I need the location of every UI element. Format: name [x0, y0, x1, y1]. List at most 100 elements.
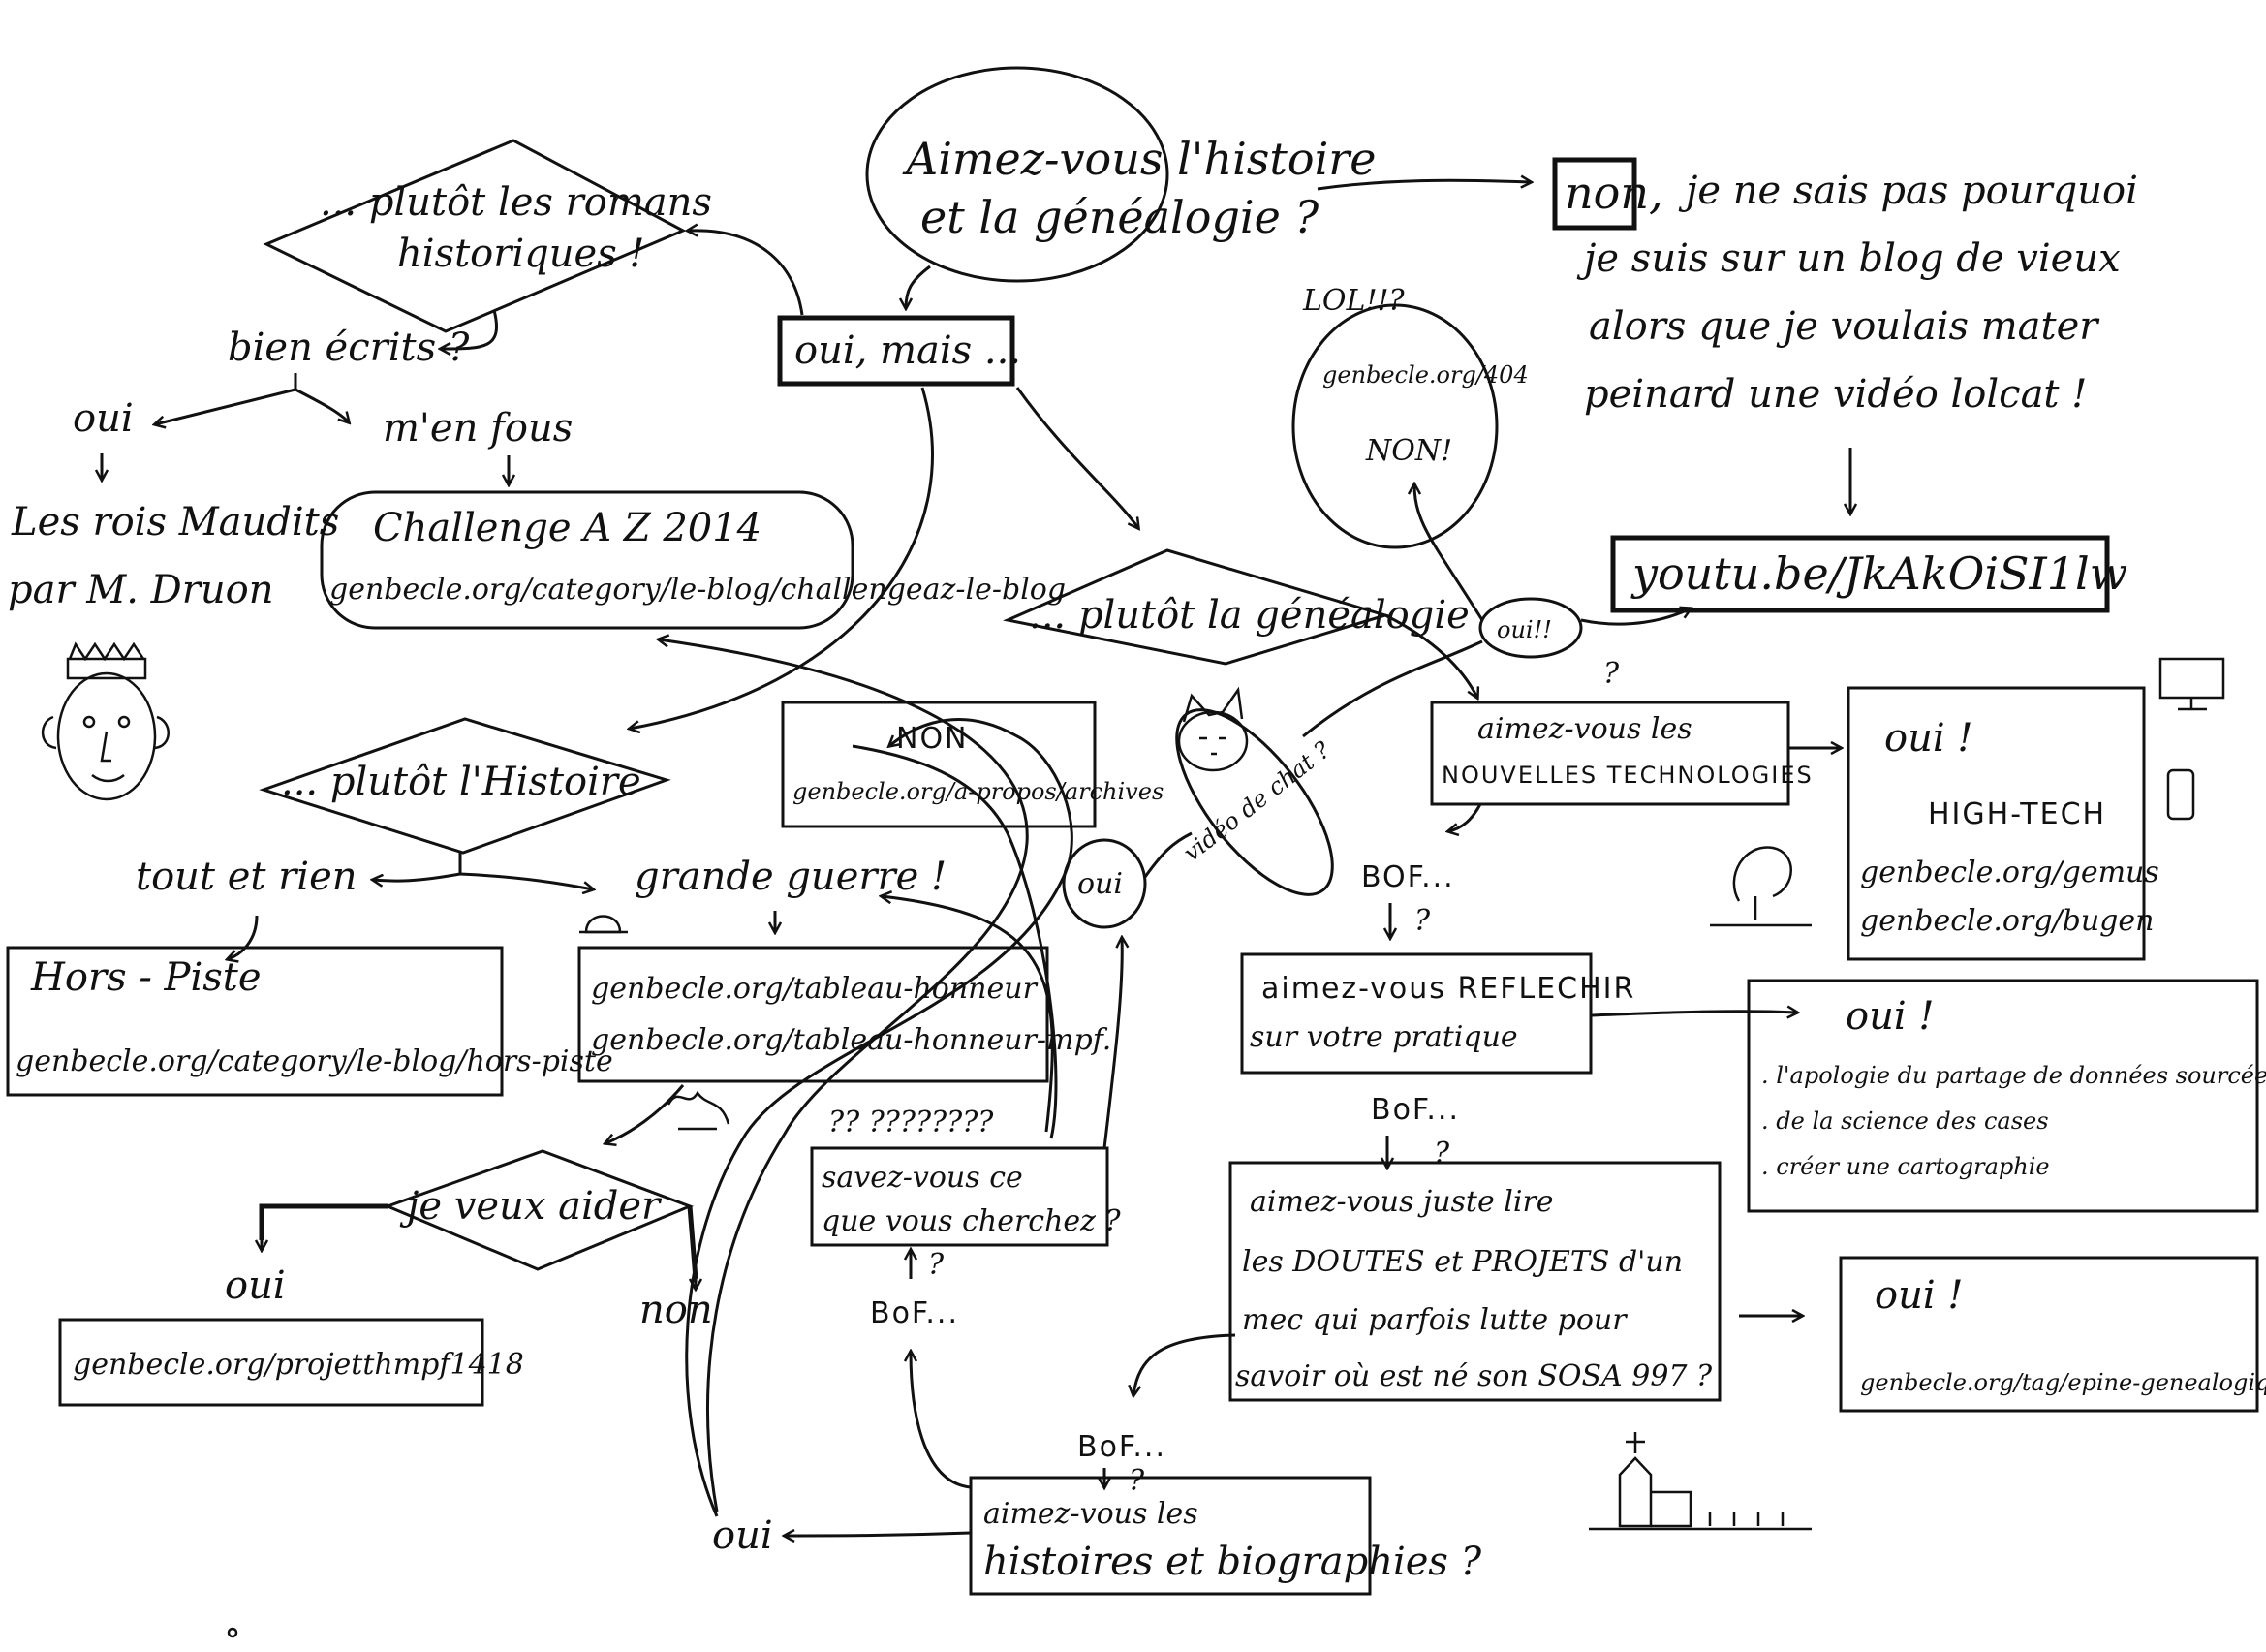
challenge-title: Challenge A Z 2014 — [373, 506, 761, 550]
lol-oval — [1291, 303, 1499, 549]
tableau-box — [577, 946, 1049, 1083]
refl-line1: aimez-vous REFLECHIR — [1261, 972, 1635, 1006]
arrow-nt-to-bof1 — [1448, 803, 1482, 831]
arrow-tout-to-horspiste — [228, 915, 259, 959]
hightech-title: HIGH-TECH — [1928, 797, 2106, 831]
arrow-bien-to-menfous — [295, 388, 349, 422]
projet-box — [58, 1318, 484, 1407]
lire-line3: mec qui parfois lutte pour — [1242, 1303, 1628, 1337]
arrow-to-genealogie — [1015, 387, 1138, 528]
arrow-bio-to-oui — [785, 1533, 972, 1536]
epine-url[interactable]: genbecle.org/tag/epine-genealogique — [1860, 1369, 2266, 1396]
arrow-refl-to-oui — [1590, 1012, 1797, 1015]
savez-line2: que vous cherchez ? — [822, 1204, 1122, 1238]
bof1-label: BOF... — [1361, 860, 1455, 894]
refl-box — [1240, 952, 1593, 1075]
lol-non-label: NON! — [1365, 434, 1452, 468]
hightech-oui-label: oui ! — [1884, 716, 1972, 761]
aider-oui-label: oui — [225, 1263, 286, 1308]
histoire-diamond — [259, 717, 671, 855]
arrow-romans-to-bien — [441, 309, 499, 349]
savez-line1: savez-vous ce — [822, 1161, 1023, 1195]
projet-url[interactable]: genbecle.org/projetthmpf1418 — [73, 1348, 524, 1382]
hightech-box — [1847, 686, 2146, 961]
nt-question-mark: ? — [1603, 657, 1620, 691]
lire-line1: aimez-vous juste lire — [1250, 1185, 1554, 1219]
tableau-url1[interactable]: genbecle.org/tableau-honneur — [591, 972, 1039, 1006]
romans-diamond — [263, 139, 687, 333]
tout-et-rien-label: tout et rien — [136, 855, 357, 899]
arrow-lire-to-bof3 — [1133, 1333, 1236, 1395]
hors-piste-url[interactable]: genbecle.org/category/le-blog/hors-piste — [16, 1044, 613, 1078]
arrow-genealogie-to-nt — [1384, 613, 1477, 698]
apropos-box — [781, 701, 1097, 828]
hightech-url2[interactable]: genbecle.org/bugen — [1860, 904, 2154, 938]
arrow-savez-to-oui — [1102, 938, 1122, 1149]
arrow-oui-to-lol — [1414, 484, 1484, 621]
hors-piste-box — [6, 946, 504, 1097]
nt-line1: aimez-vous les — [1477, 712, 1692, 746]
q2-label: ? — [1434, 1137, 1450, 1170]
start-oval — [865, 66, 1169, 283]
epine-oui-label: oui ! — [1875, 1273, 1963, 1318]
epine-box — [1839, 1256, 2259, 1413]
refl-item2: . de la science des cases — [1761, 1107, 2049, 1135]
savez-oui-oval — [1062, 838, 1147, 929]
soldier-helmet-icon — [579, 915, 628, 934]
nt-line2: NOUVELLES TECHNOLOGIES — [1442, 762, 1814, 789]
challenge-box — [320, 490, 854, 630]
bio-box — [969, 1476, 1372, 1596]
church-doodle-icon — [1589, 1432, 1812, 1531]
apropos-url[interactable]: genbecle.org/a-propos/archives — [792, 778, 1164, 805]
savez-box — [810, 1146, 1109, 1247]
nt-box — [1430, 701, 1790, 806]
oui-mais-label: oui, mais ... — [794, 328, 1021, 373]
q3-label: ? — [1129, 1464, 1145, 1498]
oui-small-oval — [1478, 597, 1583, 659]
youtube-link: youtu.be/JkAkOiSI1lw — [1630, 547, 2127, 600]
romans-line2: historiques ! — [397, 232, 645, 276]
arrow-to-histoire — [630, 387, 934, 729]
hightech-url1[interactable]: genbecle.org/gemus — [1860, 856, 2159, 889]
king-doodle-icon — [41, 641, 170, 801]
lol-title: LOL!!? — [1302, 284, 1406, 318]
bien-ecrits-label: bien écrits ? — [228, 326, 470, 370]
je-veux-aider-label: je veux aider — [399, 1184, 663, 1229]
grande-guerre-label: grande guerre ! — [635, 855, 947, 899]
refl-item3: . créer une cartographie — [1761, 1153, 2050, 1180]
monitor-icon — [2158, 657, 2225, 711]
non-text-line4: peinard une vidéo lolcat ! — [1584, 372, 2087, 417]
start-line2: et la généalogie ? — [920, 191, 1319, 243]
savez-marks: ?? ???????? — [828, 1106, 994, 1139]
savez-bof-label: BoF... — [870, 1296, 959, 1330]
savez-oui-label: oui — [1077, 867, 1123, 901]
oui-mais-box — [777, 315, 1015, 387]
tree-doodle-icon — [1710, 846, 1812, 927]
arrow-to-romans — [688, 231, 804, 316]
bio-line2: histoires et biographies ? — [983, 1540, 1482, 1584]
arrow-bio-oui-loop — [685, 718, 1073, 1517]
refl-oui-label: oui ! — [1846, 994, 1934, 1039]
phone-icon — [2166, 768, 2195, 821]
histoire-label: ... plutôt l'Histoire — [281, 760, 641, 804]
arrow-tableau-to-aider — [605, 1084, 685, 1143]
refl-line2: sur votre pratique — [1250, 1020, 1518, 1054]
lol-url[interactable]: genbecle.org/404 — [1322, 361, 1529, 389]
challenge-url[interactable]: genbecle.org/category/le-blog/challengea… — [329, 573, 1066, 607]
romans-oui-label: oui — [73, 396, 134, 441]
genealogie-label: ... plutôt la généalogie — [1029, 593, 1470, 638]
refl-oui-box — [1747, 979, 2259, 1213]
arrow-histoire-to-tout — [373, 872, 461, 881]
arrow-bien-to-oui — [155, 388, 296, 424]
q1-label: ? — [1414, 904, 1431, 938]
apropos-non-label: NON — [896, 722, 969, 756]
arrow-loop-to-challenge — [659, 639, 1029, 1512]
savez-q: ? — [928, 1248, 945, 1282]
arrow-histoire-to-guerre — [459, 872, 593, 889]
start-line1: Aimez-vous l'histoire — [902, 133, 1377, 185]
hors-piste-title: Hors - Piste — [30, 955, 262, 1000]
oui-small-label: oui!! — [1497, 616, 1552, 643]
non-text-line3: alors que je voulais mater — [1589, 304, 2100, 349]
refl-item1: . l'apologie du partage de données sourc… — [1761, 1062, 2266, 1089]
